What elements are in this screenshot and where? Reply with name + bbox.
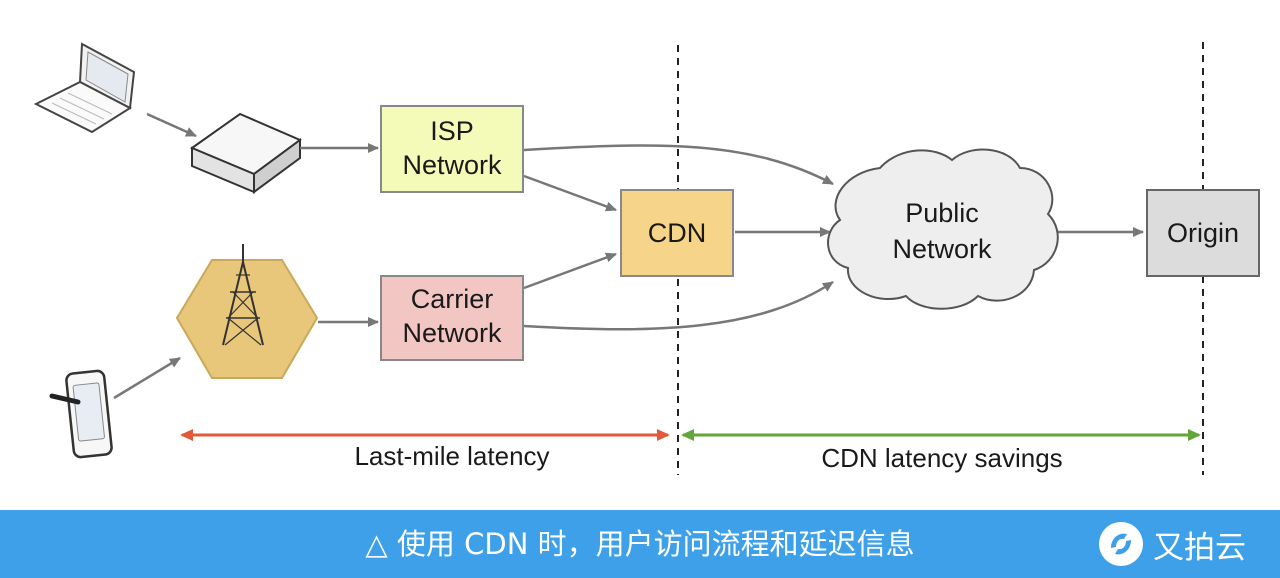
cdn-node: CDN: [620, 189, 734, 277]
caption-text: △ 使用 CDN 时，用户访问流程和延迟信息: [365, 527, 915, 561]
brand-logo: 又拍云: [1097, 519, 1246, 569]
diagram-canvas: ISP Network Carrier Network CDN Public N…: [33, 42, 1260, 475]
origin-label: Origin: [1167, 218, 1239, 248]
isp-label-line2: Network: [402, 150, 502, 180]
caption-bar: △ 使用 CDN 时，用户访问流程和延迟信息 又拍云: [0, 510, 1280, 578]
public-label-line1: Public: [905, 198, 979, 228]
cell-tower-icon: [175, 244, 319, 379]
upyun-logo-icon: [1099, 522, 1143, 566]
router-icon: [189, 112, 302, 194]
public-network-cloud: Public Network: [827, 148, 1059, 310]
savings-label: CDN latency savings: [821, 443, 1062, 473]
isp-network-node: ISP Network: [380, 105, 524, 193]
carrier-network-node: Carrier Network: [380, 275, 524, 361]
isp-label-line1: ISP: [430, 116, 474, 146]
last-mile-label: Last-mile latency: [354, 441, 549, 471]
carrier-label-line1: Carrier: [411, 284, 494, 314]
brand-name: 又拍云: [1153, 529, 1246, 566]
laptop-icon: [33, 42, 136, 134]
connectors: [113, 112, 1144, 400]
phone-icon: [49, 369, 113, 459]
public-label-line2: Network: [892, 234, 992, 264]
origin-node: Origin: [1146, 189, 1260, 277]
carrier-label-line2: Network: [402, 318, 502, 348]
cdn-label: CDN: [648, 218, 707, 248]
